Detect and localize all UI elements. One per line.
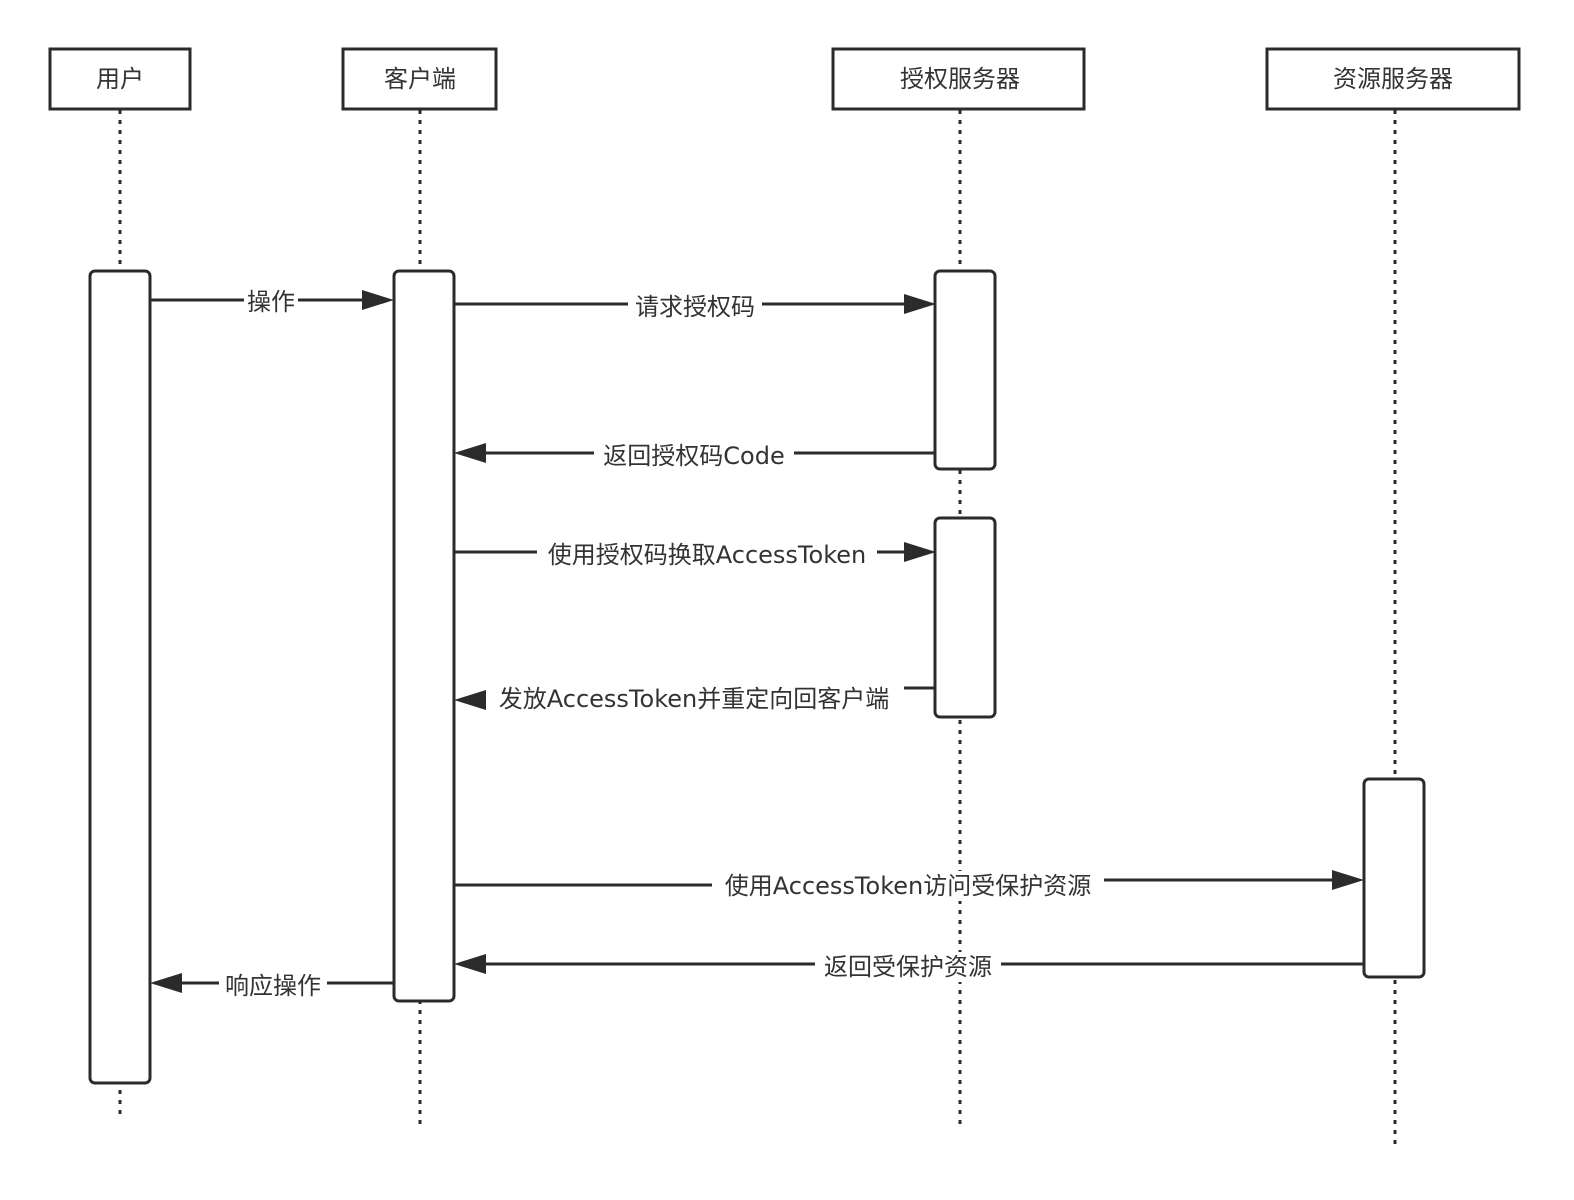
participant-user-label: 用户 <box>96 65 144 93</box>
participant-auth-server-label: 授权服务器 <box>900 65 1020 93</box>
message-respond-operation: 响应操作 <box>150 971 394 1000</box>
arrowhead-right <box>904 542 936 562</box>
message-access-resource: 使用AccessToken访问受保护资源 <box>454 870 1364 901</box>
message-label: 使用授权码换取AccessToken <box>548 541 866 569</box>
message-label: 操作 <box>247 288 295 316</box>
message-issue-token-redirect: 发放AccessToken并重定向回客户端 <box>454 684 935 714</box>
arrowhead-right <box>1332 870 1364 890</box>
arrowhead-left <box>454 443 486 463</box>
activation-user <box>88 269 152 1085</box>
message-operate: 操作 <box>150 288 394 316</box>
arrowhead-left <box>150 973 182 993</box>
message-label: 返回受保护资源 <box>824 953 992 981</box>
arrowhead-right <box>362 290 394 310</box>
activation-client <box>392 269 456 1003</box>
arrowhead-left <box>454 954 486 974</box>
message-label: 使用AccessToken访问受保护资源 <box>725 872 1091 900</box>
participant-auth-server: 授权服务器 <box>831 47 1086 111</box>
participant-client-label: 客户端 <box>384 65 456 93</box>
message-request-auth-code: 请求授权码 <box>454 292 936 321</box>
arrowhead-left <box>454 690 486 710</box>
activation-auth-server-2 <box>933 516 997 719</box>
participant-resource-server: 资源服务器 <box>1265 47 1521 111</box>
arrowhead-right <box>904 294 936 314</box>
participant-resource-server-label: 资源服务器 <box>1333 65 1453 93</box>
message-label: 返回授权码Code <box>603 442 784 470</box>
message-label: 响应操作 <box>225 972 321 1000</box>
message-label: 请求授权码 <box>635 293 755 321</box>
activation-resource-server <box>1362 777 1426 979</box>
message-label: 发放AccessToken并重定向回客户端 <box>499 685 889 713</box>
message-exchange-token: 使用授权码换取AccessToken <box>454 540 936 569</box>
participant-user: 用户 <box>48 47 192 111</box>
activation-auth-server-1 <box>933 269 997 471</box>
message-return-auth-code: 返回授权码Code <box>454 441 935 470</box>
message-return-resource: 返回受保护资源 <box>454 952 1364 982</box>
participant-client: 客户端 <box>341 47 498 111</box>
